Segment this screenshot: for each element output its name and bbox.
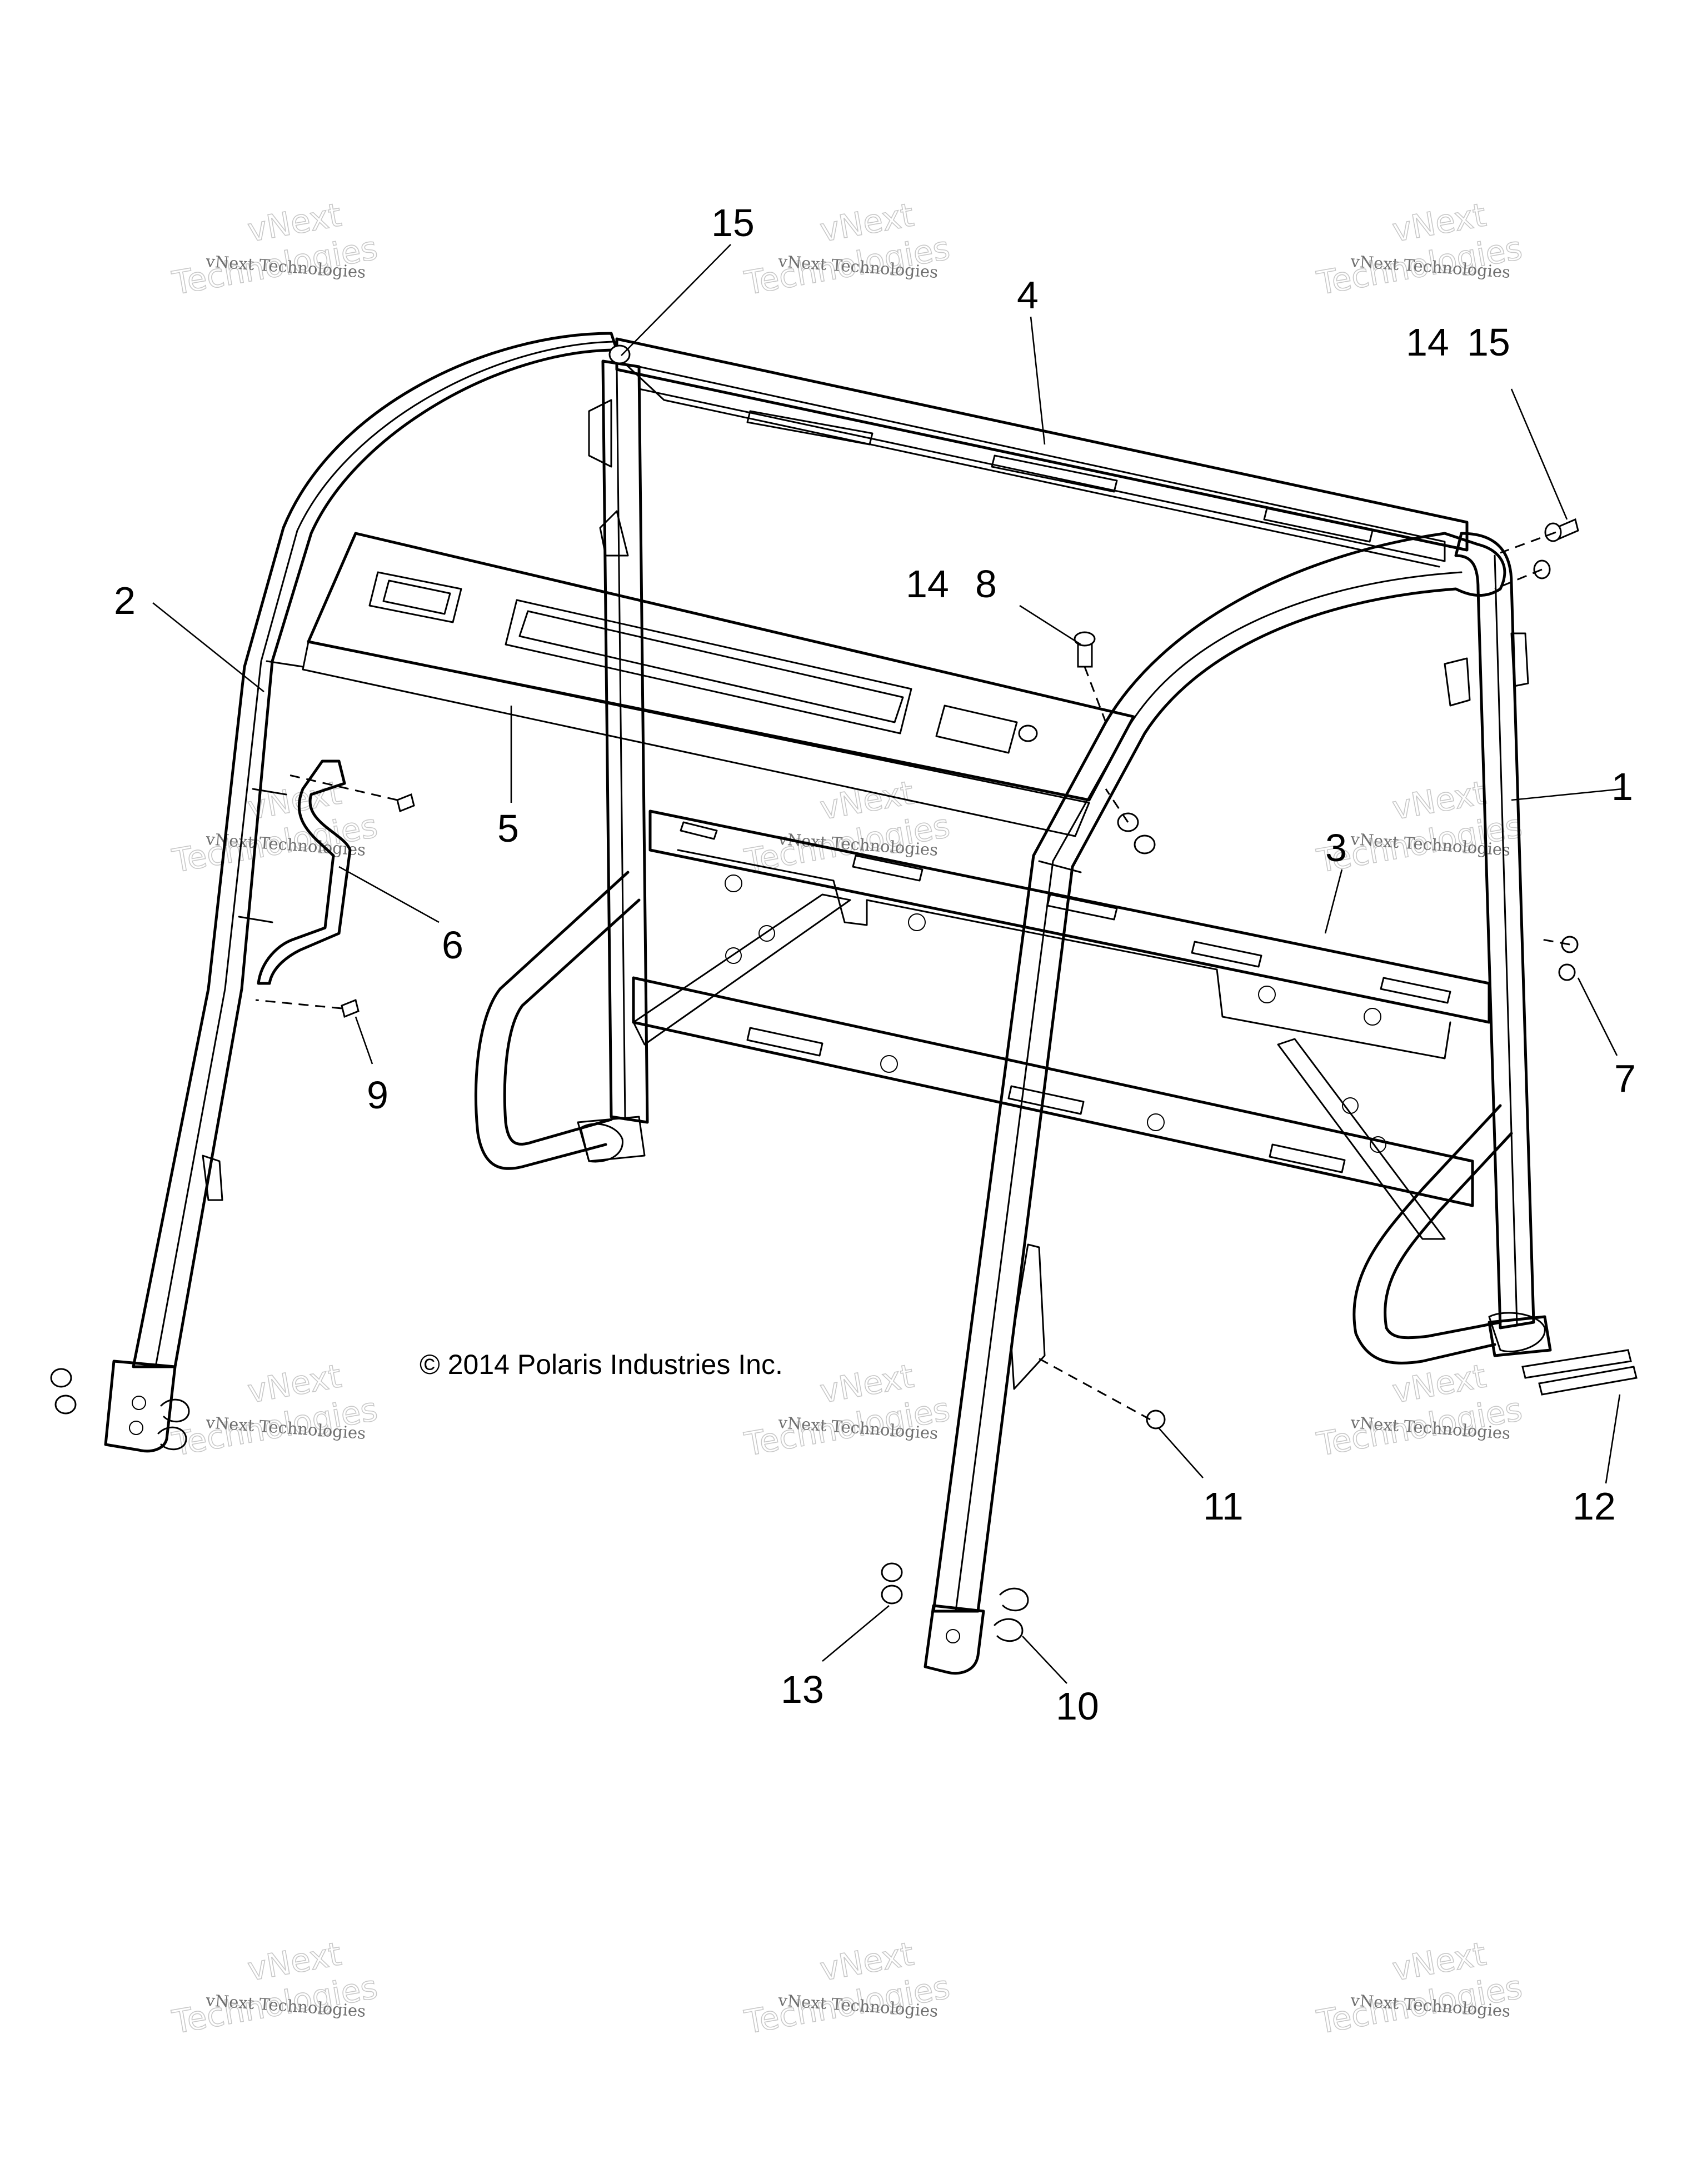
callout-numbers: 15 4 14 15 14 8 2 5 1 3 6 7 9 11 12 13 1…: [114, 201, 1636, 1728]
callout-10: 10: [1056, 1685, 1099, 1728]
callout-14-center: 14: [906, 562, 949, 606]
leader-lines: [152, 244, 1623, 1684]
hardware: [50, 344, 1638, 1642]
callout-6: 6: [442, 923, 463, 967]
lower-crossbar: [632, 976, 1474, 1207]
callout-2: 2: [114, 579, 136, 622]
left-rear-tube: [104, 332, 618, 1453]
front-panel: [302, 532, 1135, 837]
cross-bracing: [632, 893, 1446, 1240]
callout-5: 5: [497, 807, 519, 850]
top-rail: [615, 337, 1469, 568]
grab-handle: [257, 759, 352, 985]
assembly-lines: [255, 531, 1570, 1421]
left-grab-loop: [474, 871, 646, 1170]
callout-15-top: 15: [711, 201, 755, 244]
roll-cage-drawing: [50, 244, 1638, 1684]
callout-3: 3: [1325, 826, 1347, 869]
callout-14-right: 14: [1406, 321, 1449, 364]
callout-1: 1: [1611, 765, 1633, 808]
callout-8: 8: [975, 562, 997, 606]
callout-9: 9: [367, 1073, 388, 1117]
callout-13: 13: [781, 1668, 824, 1711]
rear-left-post: [588, 359, 649, 1124]
callout-11: 11: [1203, 1485, 1244, 1528]
copyright-notice: © 2014 Polaris Industries Inc.: [420, 1349, 783, 1380]
front-right-tube: [924, 532, 1506, 1675]
callout-7: 7: [1614, 1057, 1636, 1100]
rear-crossmember: [648, 809, 1491, 1059]
right-grab-loop: [1352, 1104, 1513, 1365]
rear-right-post: [1444, 532, 1552, 1357]
callout-12: 12: [1573, 1485, 1616, 1528]
callout-15-right: 15: [1467, 321, 1510, 364]
callout-4: 4: [1017, 273, 1039, 317]
